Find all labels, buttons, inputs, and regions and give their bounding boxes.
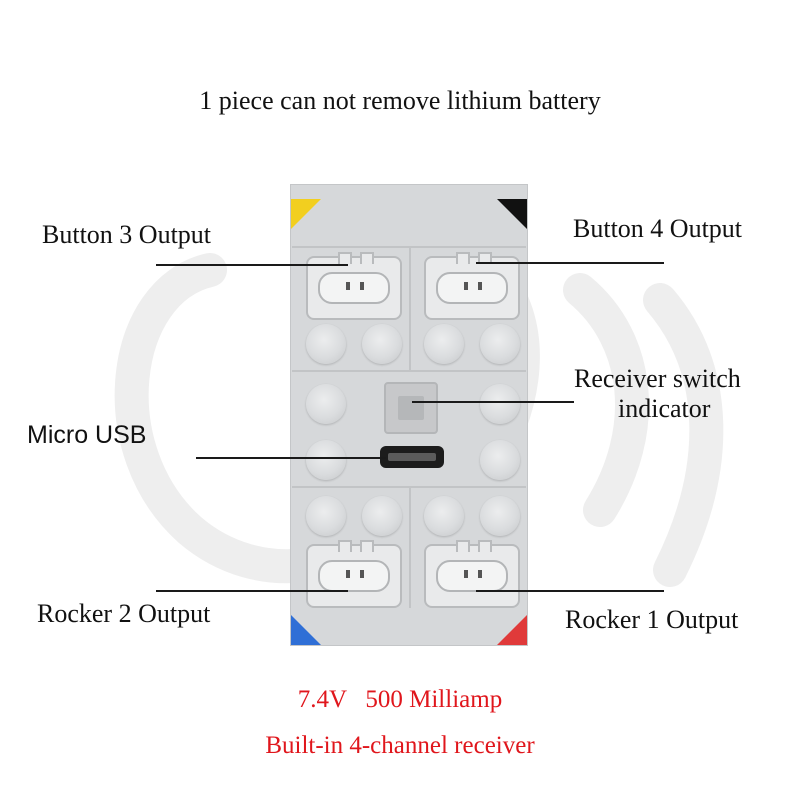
brick-divider-mid-bottom <box>292 486 526 488</box>
button-4-port <box>424 252 520 320</box>
brick-divider-vertical-bottom <box>409 488 411 608</box>
spec-voltage-current: 7.4V 500 Milliamp <box>297 686 503 713</box>
rocker-2-port <box>306 540 402 608</box>
indicator-label: indicator <box>618 394 711 423</box>
stud <box>480 384 520 424</box>
receiver-indicator-callout-line <box>412 401 574 403</box>
stud <box>306 440 346 480</box>
button-3-callout-line <box>156 264 348 266</box>
brick-divider-top <box>292 246 526 248</box>
rocker-1-callout-line <box>476 590 664 592</box>
stud <box>362 324 402 364</box>
receiver-switch-label: Receiver switch <box>574 364 741 393</box>
page-title: 1 piece can not remove lithium battery <box>199 86 601 115</box>
button-3-port <box>306 252 402 320</box>
rocker-2-callout-line <box>156 590 348 592</box>
rocker-1-output-label: Rocker 1 Output <box>565 605 739 634</box>
button-4-callout-line <box>476 262 664 264</box>
micro-usb-port <box>380 446 444 468</box>
yellow-corner-marker <box>291 199 321 229</box>
stud <box>424 496 464 536</box>
stud <box>306 324 346 364</box>
red-corner-marker <box>497 615 527 645</box>
stud <box>306 496 346 536</box>
spec-receiver: Built-in 4-channel receiver <box>265 732 535 759</box>
stud <box>480 324 520 364</box>
receiver-switch-indicator <box>384 382 438 434</box>
rocker-1-port <box>424 540 520 608</box>
brick-divider-mid-top <box>292 370 526 372</box>
brick-divider-vertical-top <box>409 248 411 370</box>
blue-corner-marker <box>291 615 321 645</box>
micro-usb-callout-line <box>196 457 386 459</box>
black-corner-marker <box>497 199 527 229</box>
button-4-output-label: Button 4 Output <box>573 214 743 243</box>
rocker-2-output-label: Rocker 2 Output <box>37 599 211 628</box>
stud <box>424 324 464 364</box>
stud <box>362 496 402 536</box>
stud <box>480 496 520 536</box>
micro-usb-label: Micro USB <box>27 421 147 449</box>
button-3-output-label: Button 3 Output <box>42 220 212 249</box>
stud <box>306 384 346 424</box>
stud <box>480 440 520 480</box>
